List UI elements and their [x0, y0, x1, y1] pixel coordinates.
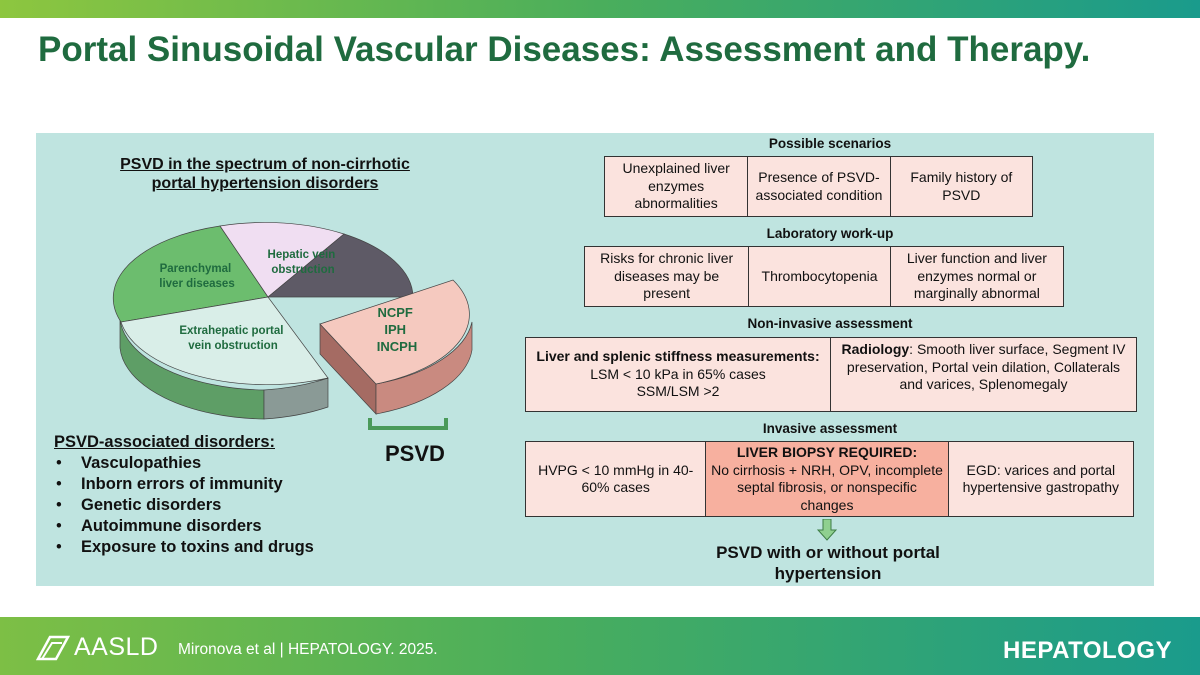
hvpg-cell: HVPG < 10 mmHg in 40-60% cases — [526, 442, 706, 516]
associated-disorders-title: PSVD-associated disorders: — [54, 433, 275, 451]
lab-cell: Risks for chronic liver diseases may be … — [585, 247, 749, 306]
radiology-findings: : Smooth liver surface, Segment IV prese… — [846, 341, 1126, 392]
lab-cell: Thrombocytopenia — [748, 247, 890, 306]
radiology-cell: Radiology: Smooth liver surface, Segment… — [830, 338, 1136, 411]
lab-cell: Liver function and liver enzymes normal … — [889, 247, 1063, 306]
associated-disorders-list: Vasculopathies Inborn errors of immunity… — [54, 453, 384, 558]
down-arrow-icon — [817, 519, 837, 541]
aasld-logo: AASLD — [36, 633, 158, 662]
noninvasive-title: Non-invasive assessment — [747, 316, 913, 331]
label-hepatic-vein: Hepatic vein obstruction — [268, 249, 339, 276]
scenarios-title: Possible scenarios — [768, 136, 892, 151]
psvd-pie-diagram: Hepatic vein obstruction Parenchymal liv… — [112, 222, 473, 430]
liver-biopsy-findings: No cirrhosis + NRH, OPV, incomplete sept… — [711, 461, 943, 513]
scenario-cell: Presence of PSVD-associated condition — [747, 157, 890, 216]
noninvasive-row: Liver and splenic stiffness measurements… — [525, 337, 1137, 412]
lab-row: Risks for chronic liver diseases may be … — [584, 246, 1064, 307]
final-diagnosis: PSVD with or without portal hypertension — [716, 543, 940, 583]
footer-bar — [0, 617, 1200, 675]
list-item: Exposure to toxins and drugs — [54, 537, 384, 558]
list-item: Genetic disorders — [54, 495, 384, 516]
liver-biopsy-heading: LIVER BIOPSY REQUIRED: — [736, 444, 918, 460]
stiffness-heading: Liver and splenic stiffness measurements… — [536, 348, 820, 365]
aasld-mark-icon — [36, 635, 70, 660]
lab-title: Laboratory work-up — [766, 226, 894, 241]
aasld-wordmark: AASLD — [74, 633, 159, 661]
list-item: Autoimmune disorders — [54, 516, 384, 537]
label-psvd-slice: NCPF IPH INCPH — [377, 305, 417, 354]
citation: Mironova et al | HEPATOLOGY. 2025. — [178, 641, 438, 658]
pie-slice-extrahepatic — [120, 296, 329, 386]
associated-disorders: PSVD-associated disorders: Vasculopathie… — [54, 433, 384, 558]
pie-slice-parenchymal — [112, 225, 269, 323]
scenario-cell: Unexplained liver enzymes abnormalities — [605, 157, 748, 216]
lsm-value: LSM < 10 kPa in 65% cases — [590, 365, 766, 382]
label-parenchymal: Parenchymal liver diseases — [159, 263, 234, 290]
pie-slice-hepatic-vein — [219, 222, 345, 298]
invasive-row: HVPG < 10 mmHg in 40-60% cases LIVER BIO… — [525, 441, 1134, 517]
psvd-bracket — [368, 418, 448, 430]
egd-cell: EGD: varices and portal hypertensive gas… — [947, 442, 1133, 516]
list-item: Inborn errors of immunity — [54, 474, 384, 495]
liver-biopsy-cell: LIVER BIOPSY REQUIRED: No cirrhosis + NR… — [705, 442, 948, 516]
radiology-heading: Radiology — [841, 341, 910, 357]
pie-title: PSVD in the spectrum of non-cirrhotic po… — [120, 156, 410, 192]
page-title: Portal Sinusoidal Vascular Diseases: Ass… — [38, 30, 1091, 69]
pie-slice-dark — [267, 233, 414, 298]
pie-psvd-slice-front — [375, 321, 473, 415]
psvd-bracket-label: PSVD — [385, 441, 445, 466]
journal-logo: HEPATOLOGY — [1003, 637, 1173, 664]
pie-psvd-slice — [319, 279, 470, 385]
scenarios-row: Unexplained liver enzymes abnormalities … — [604, 156, 1033, 217]
label-extrahepatic: Extrahepatic portal vein obstruction — [179, 325, 286, 352]
invasive-title: Invasive assessment — [762, 421, 898, 436]
list-item: Vasculopathies — [54, 453, 384, 474]
ssm-lsm-value: SSM/LSM >2 — [636, 383, 720, 400]
top-gradient-bar — [0, 0, 1200, 18]
stiffness-cell: Liver and splenic stiffness measurements… — [526, 338, 830, 411]
pie-side-front — [263, 377, 329, 420]
scenario-cell: Family history of PSVD — [889, 157, 1032, 216]
